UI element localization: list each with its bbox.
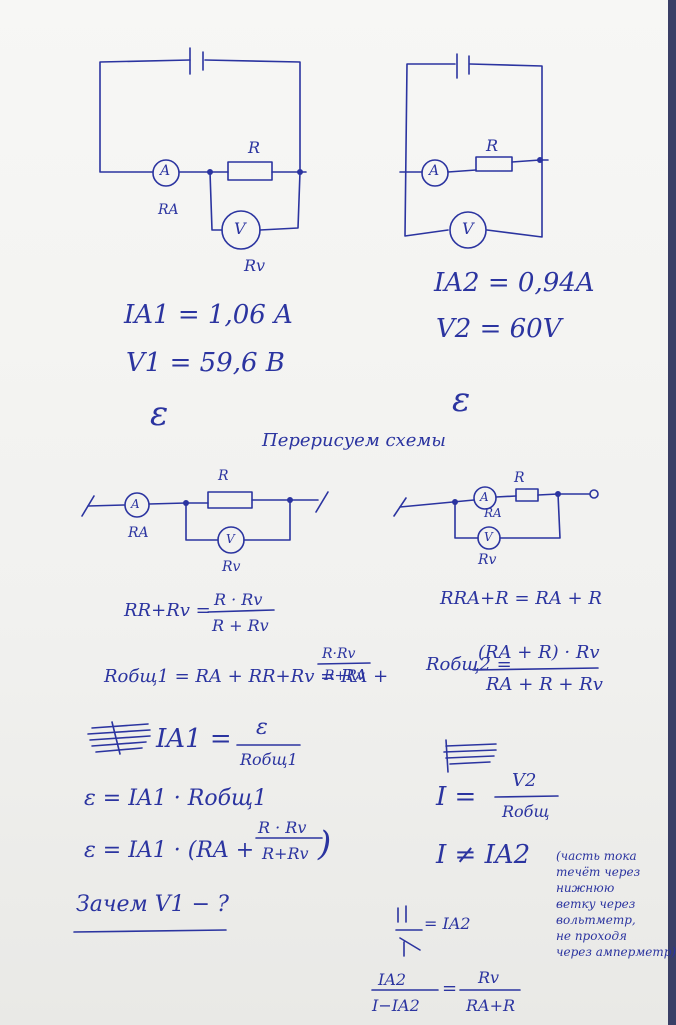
resistor-symbol (515, 488, 539, 502)
current-numerator: V2 (512, 770, 537, 791)
current-1-lhs: IA1 = (156, 724, 232, 754)
circuit-right-top (399, 53, 549, 249)
ratio-equals: = (442, 978, 458, 999)
ammeter-reading-1: IA1 = 1,06 A (124, 300, 293, 330)
ammeter-resistance-label: RA (484, 506, 502, 520)
parallel-resistance-numerator: R · Rv (214, 590, 263, 609)
resistor-label: R (514, 470, 525, 486)
resistor-symbol (227, 161, 273, 181)
section-heading: Перерисуем схемы (262, 430, 446, 451)
ratio-right-denominator: RA+R (466, 996, 516, 1015)
resistor-label: R (248, 138, 261, 157)
fraction-equals-current: = IA2 (424, 914, 471, 933)
emf-equation-2-numerator: R · Rv (258, 818, 307, 837)
ammeter-symbol (152, 159, 180, 187)
total-resistance-1-lhs: Rобщ1 = RA + RR+Rv = RA + (104, 666, 389, 687)
ammeter-symbol (421, 159, 449, 187)
voltmeter-symbol (449, 211, 487, 249)
voltmeter-reading-1: V1 = 59,6 B (126, 348, 285, 378)
current-lhs: I = (436, 782, 477, 812)
ammeter-label: A (480, 490, 489, 504)
circuit-right-redrawn (393, 486, 599, 550)
circuit-left-redrawn (81, 491, 329, 554)
ammeter-resistance-label: RA (158, 202, 179, 218)
page-edge-shadow (668, 0, 676, 1025)
resistor-label: R (218, 468, 229, 484)
resistor-symbol (475, 156, 513, 172)
emf-equation-1: ε = IA1 · Rобщ1 (84, 786, 268, 811)
ammeter-label: A (429, 163, 440, 179)
voltmeter-resistance-label: Rv (478, 552, 497, 568)
voltmeter-resistance-label: Rv (222, 559, 241, 575)
series-resistance-equation: RRA+R = RA + R (440, 588, 602, 609)
scribble-left (87, 721, 151, 755)
emf-equation-2-lhs: ε = IA1 · (RA + (84, 838, 255, 863)
total-resistance-2-denominator: RA + R + Rv (486, 674, 603, 695)
ammeter-symbol (473, 486, 497, 510)
current-inequality: I ≠ IA2 (436, 840, 531, 870)
voltmeter-symbol (217, 526, 245, 554)
ratio-left-denominator: I−IA2 (372, 996, 420, 1015)
total-resistance-1-denominator: R+Rv (324, 668, 365, 684)
total-resistance-2-numerator: (RA + R) · Rv (478, 642, 600, 663)
voltmeter-reading-2: V2 = 60V (436, 314, 562, 344)
current-1-denominator: Rобщ1 (240, 750, 298, 769)
total-resistance-2-lhs: Rобщ2 = (426, 654, 512, 675)
emf-symbol-right: ε (452, 380, 471, 420)
ammeter-reading-2: IA2 = 0,94A (434, 268, 595, 298)
emf-symbol-left: ε (150, 394, 169, 434)
voltmeter-symbol (477, 526, 501, 550)
current-denominator: Rобщ (502, 802, 550, 821)
total-resistance-1-numerator: R·Rv (322, 646, 356, 662)
emf-equation-2-close: ) (318, 824, 332, 864)
ammeter-resistance-label: RA (128, 525, 149, 541)
fraction-lines (73, 609, 599, 991)
resistor-symbol (207, 491, 253, 509)
parallel-resistance-denominator: R + Rv (212, 616, 269, 635)
voltmeter-symbol (221, 210, 261, 250)
parallel-resistance-lhs: RR+Rv = (124, 600, 211, 621)
struck-fraction (395, 905, 423, 957)
ammeter-label: A (160, 163, 171, 179)
voltmeter-label: V (462, 219, 474, 238)
voltmeter-label: V (484, 530, 493, 544)
ammeter-label: A (131, 497, 140, 511)
emf-equation-2-denominator: R+Rv (262, 844, 309, 863)
question-text: Зачем V1 − ? (76, 892, 229, 917)
ratio-left-numerator: IA2 (378, 970, 407, 989)
ammeter-symbol (124, 492, 150, 518)
circuit-left-top (99, 47, 307, 250)
underline (73, 929, 227, 933)
voltmeter-label: V (234, 219, 246, 238)
scribble-right (443, 739, 497, 773)
side-note: (часть тока течёт через нижнюю ветку чер… (556, 849, 676, 959)
resistor-label: R (486, 136, 499, 155)
ratio-right-numerator: Rv (478, 968, 500, 987)
voltmeter-label: V (226, 532, 235, 546)
current-1-numerator: ε (256, 715, 268, 740)
voltmeter-resistance-label: Rv (244, 256, 266, 275)
